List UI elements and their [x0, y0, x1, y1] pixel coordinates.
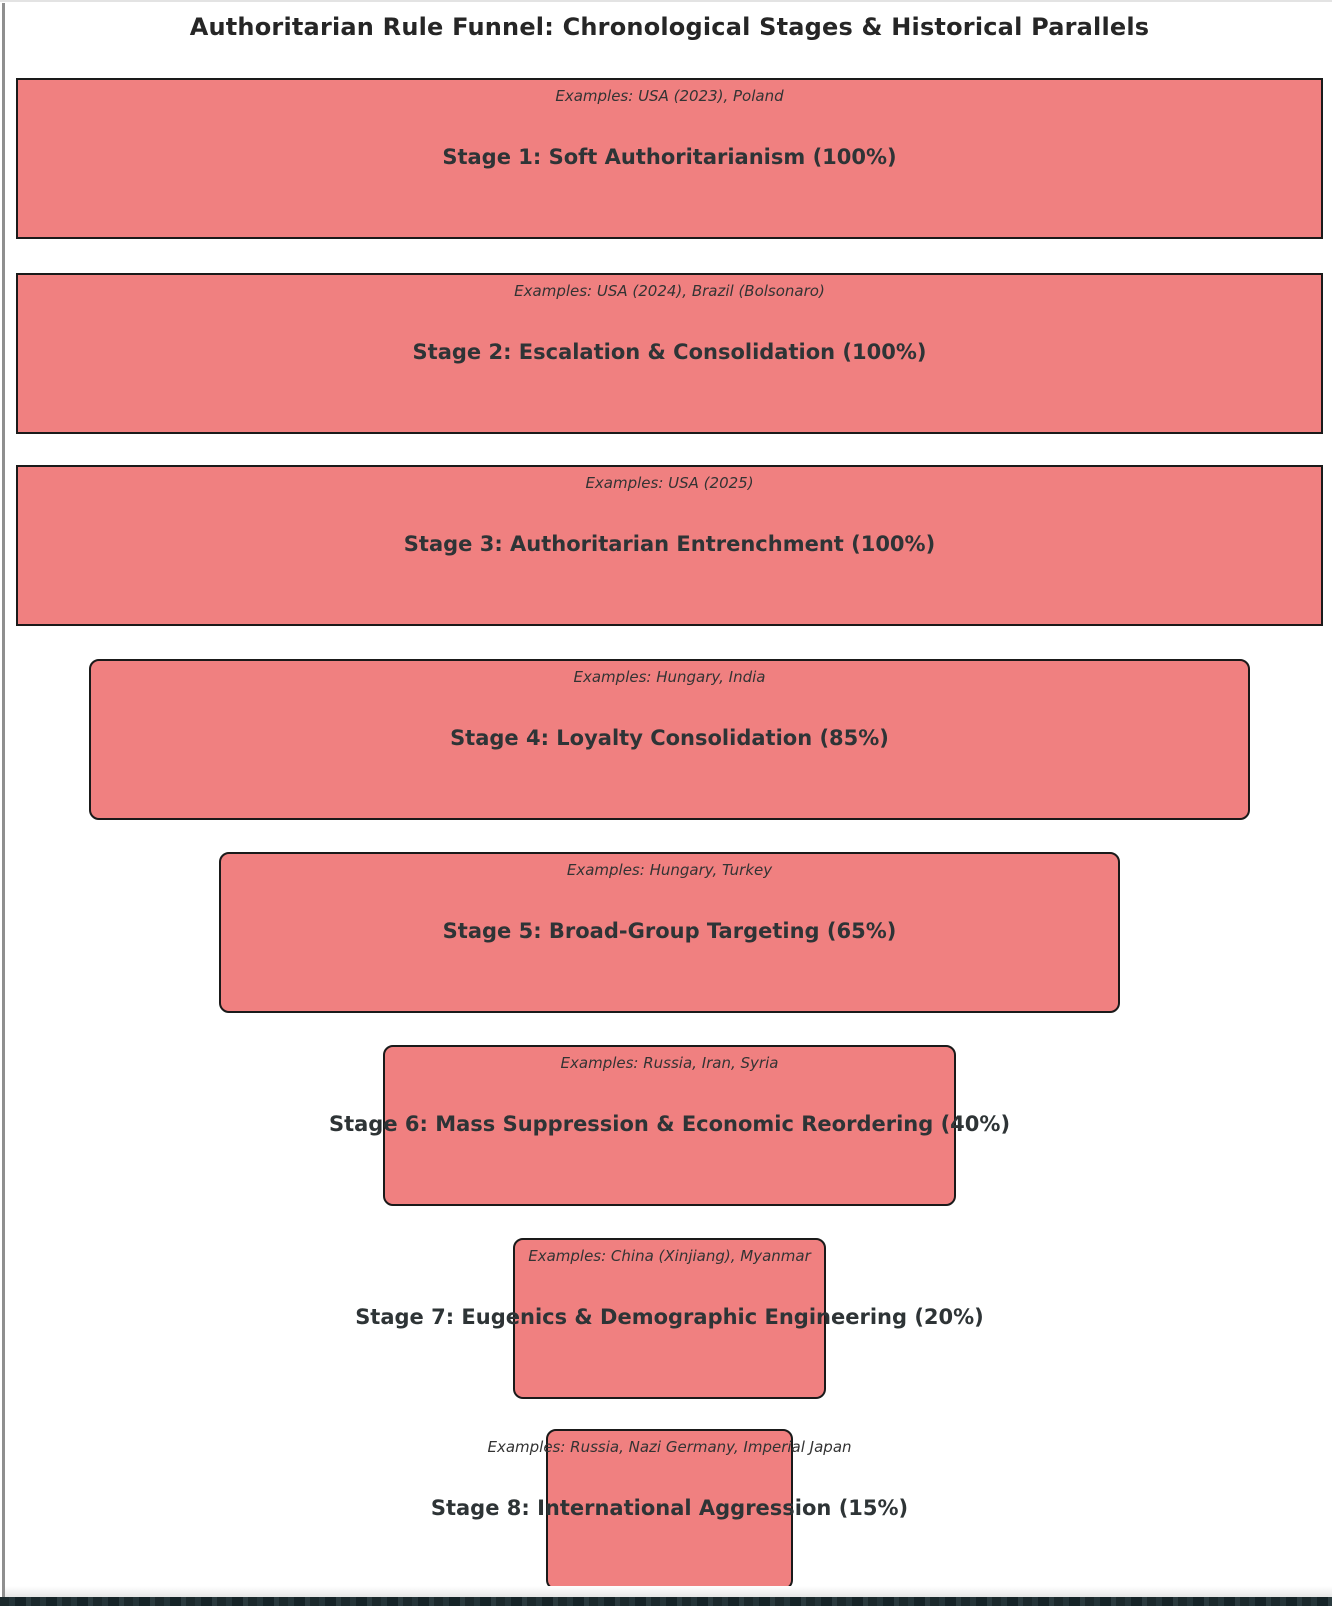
- funnel-stage-bar-8: [545, 1429, 794, 1590]
- taskbar-edge-strip: [0, 1597, 1332, 1606]
- funnel-stage-bar-3: [16, 465, 1323, 626]
- page-bottom-fade: [5, 1586, 1332, 1597]
- funnel-stage-bar-6: [382, 1045, 957, 1206]
- window-left-edge: [2, 3, 5, 1597]
- funnel-stage-bar-2: [16, 273, 1323, 434]
- chart-title: Authoritarian Rule Funnel: Chronological…: [189, 13, 1150, 41]
- funnel-stage-bar-4: [88, 659, 1251, 820]
- window-top-edge: [0, 0, 1332, 2]
- funnel-stage-bar-7: [513, 1238, 826, 1399]
- funnel-stage-bar-5: [219, 852, 1120, 1013]
- funnel-stage-bar-1: [16, 78, 1323, 239]
